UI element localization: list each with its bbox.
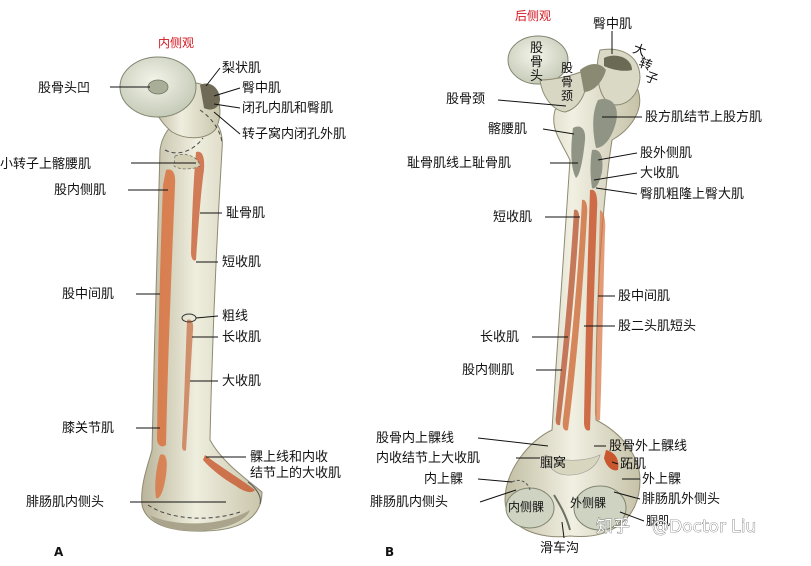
label-neck-char-1: 股 xyxy=(561,61,573,75)
label-iliopsoas-a: 小转子上髂腰肌 xyxy=(0,156,91,172)
leader-gluteus-maximus xyxy=(595,187,638,195)
label-gluteus-maximus: 臀肌粗隆上臀大肌 xyxy=(640,187,744,202)
leader-gluteus-medius-a xyxy=(213,87,241,97)
label-quadratus-femoris: 股方肌结节上股方肌 xyxy=(645,109,762,125)
leader-trochlear-groove xyxy=(561,521,565,539)
label-neck-char-3: 颈 xyxy=(561,89,573,103)
panel-a-view-title: 内侧观 xyxy=(158,36,194,50)
label-adductor-brevis-a: 短收肌 xyxy=(222,255,261,270)
label-articularis-genus: 膝关节肌 xyxy=(62,421,114,436)
label-lateral-condyle: 外侧髁 xyxy=(570,496,606,510)
leader-linea-aspera xyxy=(195,315,219,319)
label-popliteal-fossa: 腘窝 xyxy=(540,455,566,471)
watermark-author: @Doctor Liu xyxy=(652,517,756,537)
leader-obturator-internus-gemelli xyxy=(213,103,241,109)
label-iliopsoas-b: 髂腰肌 xyxy=(488,121,527,137)
label-medial-condyle: 内侧髁 xyxy=(508,500,544,514)
label-gastrocnemius-lateral-b: 腓肠肌外侧头 xyxy=(642,491,720,507)
leader-popliteus xyxy=(619,511,645,522)
panel-a-label: A xyxy=(54,545,64,559)
label-trochlear-groove: 滑车沟 xyxy=(540,540,579,556)
label-pectineus-b: 耻骨肌线上耻骨肌 xyxy=(407,156,511,171)
leader-iliopsoas-b xyxy=(542,128,575,135)
panel-b-view-title: 后侧观 xyxy=(515,9,551,23)
label-popliteus: 腘肌 xyxy=(646,514,670,528)
label-supracondylar-line-1: 髁上线和内收 xyxy=(250,449,328,465)
label-adductor-longus-b: 长收肌 xyxy=(480,330,519,345)
label-adductor-brevis-b: 短收肌 xyxy=(493,210,532,225)
watermark-site: 知乎 xyxy=(596,517,630,537)
label-gluteus-medius-a: 臀中肌 xyxy=(242,81,281,96)
label-piriformis-a: 梨状肌 xyxy=(222,61,261,76)
label-biceps-short-head: 股二头肌短头 xyxy=(618,319,696,334)
leader-vastus-lateralis-b xyxy=(597,152,638,161)
leader-piriformis-a xyxy=(205,67,221,87)
label-adductor-magnus-b: 大收肌 xyxy=(640,166,679,181)
label-head-char-1: 股 xyxy=(530,41,543,56)
label-vastus-medialis-b: 股内侧肌 xyxy=(462,362,514,378)
leader-gastrocnemius-lateral-b xyxy=(613,491,641,500)
label-head-char-3: 头 xyxy=(530,69,543,84)
leader-plantaris xyxy=(611,461,619,465)
label-greater-trochanter-char-3: 子 xyxy=(643,70,660,89)
label-vastus-medialis-a: 股内侧肌 xyxy=(54,182,106,198)
label-greater-trochanter-char-2: 转 xyxy=(637,56,654,75)
leader-adductor-magnus-b xyxy=(593,172,638,181)
panel-a-bone-drawing xyxy=(119,56,263,532)
label-adductor-magnus-a: 大收肌 xyxy=(222,374,261,389)
label-adductor-longus-a: 长收肌 xyxy=(222,330,261,345)
label-pectineus-a: 耻骨肌 xyxy=(226,206,265,221)
label-femoral-head-fovea: 股骨头凹 xyxy=(38,81,90,96)
label-gastrocnemius-medial-a: 腓肠肌内侧头 xyxy=(26,494,104,510)
label-vastus-intermedius-b: 股中间肌 xyxy=(618,289,670,304)
label-medial-supracondylar-line: 股骨内上髁线 xyxy=(376,430,454,446)
label-obturator-internus-gemelli: 闭孔内肌和臀肌 xyxy=(242,100,333,116)
label-vastus-lateralis-b: 股外侧肌 xyxy=(640,146,692,161)
panel-b-bone-drawing xyxy=(504,35,641,538)
leader-gastrocnemius-medial-b xyxy=(479,489,517,503)
label-greater-trochanter-char-1: 大 xyxy=(631,42,648,61)
label-lateral-supracondylar-line: 股骨外上髁线 xyxy=(609,439,687,454)
label-head-char-2: 骨 xyxy=(530,55,543,70)
label-medial-epicondyle: 内上髁 xyxy=(424,471,463,487)
label-obturator-externus: 转子窝内闭孔外肌 xyxy=(242,126,346,142)
label-lateral-epicondyle: 外上髁 xyxy=(642,472,681,487)
leader-medial-epicondyle xyxy=(477,478,513,483)
label-neck-char-2: 骨 xyxy=(561,75,573,89)
label-linea-aspera: 粗线 xyxy=(222,309,248,324)
label-adductor-tubercle: 内收结节上大收肌 xyxy=(376,450,480,466)
label-gastrocnemius-medial-b: 腓肠肌内侧头 xyxy=(370,494,448,510)
panel-b-label: B xyxy=(385,545,394,559)
leader-femoral-neck xyxy=(497,99,567,107)
label-plantaris: 跖肌 xyxy=(620,457,646,472)
leader-medial-supracondylar-line xyxy=(477,437,549,447)
label-femoral-neck: 股骨颈 xyxy=(446,92,485,107)
label-supracondylar-line-2: 结节上的大收肌 xyxy=(250,465,341,481)
leader-obturator-externus xyxy=(213,111,241,135)
label-gluteus-medius-b: 臀中肌 xyxy=(593,17,632,32)
label-vastus-intermedius-a: 股中间肌 xyxy=(62,287,114,302)
